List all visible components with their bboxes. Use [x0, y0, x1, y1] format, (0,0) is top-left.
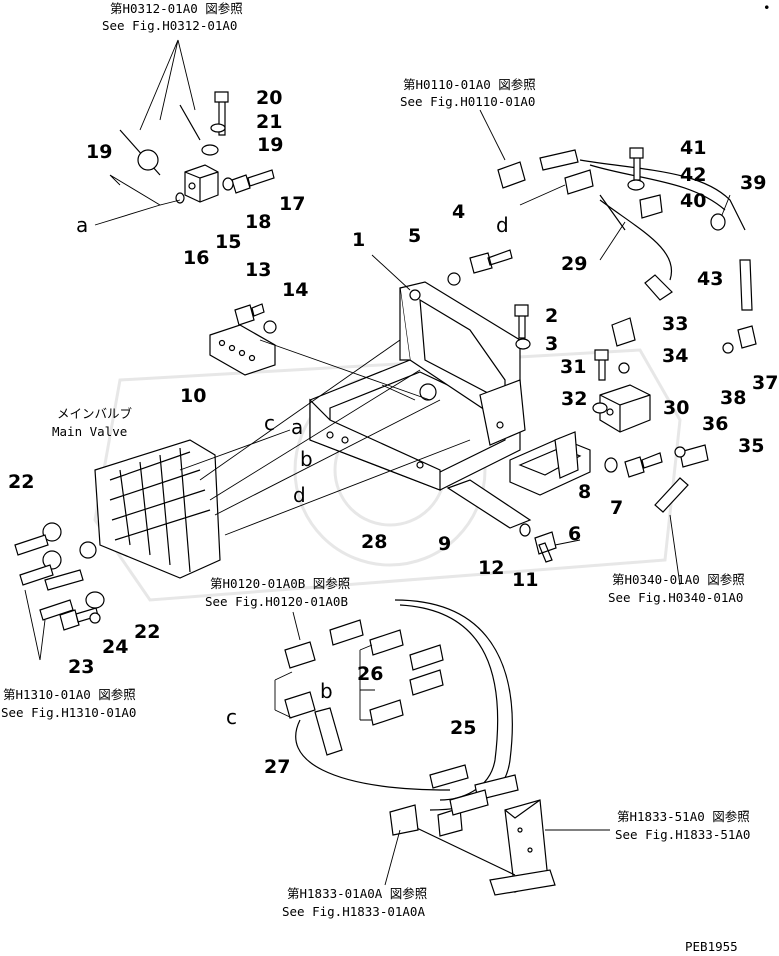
part-label: 29 [561, 253, 587, 275]
part-label: 38 [720, 387, 746, 409]
ref-h0312-en: See Fig.H0312-01A0 [102, 18, 237, 33]
ref-h0340-jp: 第H0340-01A0 図参照 [612, 572, 745, 587]
part-label: 4 [452, 201, 465, 223]
part-label: 26 [357, 663, 383, 685]
part-label: 19 [257, 134, 283, 156]
part-label: 36 [702, 413, 728, 435]
ref-h0340-en: See Fig.H0340-01A0 [608, 590, 743, 605]
reference-notes: 第H0312-01A0 図参照 See Fig.H0312-01A0 第H011… [1, 1, 750, 919]
ref-h1833-01-en: See Fig.H1833-01A0A [282, 904, 425, 919]
part-number-labels: 1 2 3 4 5 6 7 8 9 10 11 12 13 14 15 16 1… [8, 87, 778, 778]
part-label: 20 [256, 87, 282, 109]
main-valve [94, 439, 221, 579]
connection-letter: d [496, 213, 509, 237]
small-valve [184, 164, 219, 203]
main-valve-label-jp: メインバルブ [57, 406, 133, 421]
part-label: 3 [545, 333, 558, 355]
ref-h0120-jp: 第H0120-01A0B 図参照 [210, 576, 350, 591]
part-label: 21 [256, 111, 282, 133]
part-label: 10 [180, 385, 206, 407]
part-label: 5 [408, 225, 421, 247]
part-label: 11 [512, 569, 538, 591]
part-label: 28 [361, 531, 387, 553]
ref-h0110-jp: 第H0110-01A0 図参照 [403, 77, 536, 92]
part-label: 2 [545, 305, 558, 327]
part-label: 7 [610, 497, 623, 519]
ref-h1833-01-jp: 第H1833-01A0A 図参照 [287, 886, 427, 901]
part-label: 14 [282, 279, 308, 301]
part-label: 33 [662, 313, 688, 335]
connection-letters: a a b b c c d d [76, 213, 509, 729]
part-label: 39 [740, 172, 766, 194]
part-label: 34 [662, 345, 688, 367]
ref-h1310-en: See Fig.H1310-01A0 [1, 705, 136, 720]
part-label: 40 [680, 190, 706, 212]
connection-letter: a [76, 213, 88, 237]
connection-letter: d [293, 483, 306, 507]
connection-letter: b [320, 679, 333, 703]
part-label: 31 [560, 356, 586, 378]
part-label: 18 [245, 211, 271, 233]
part-label: 6 [568, 523, 581, 545]
part-label: 25 [450, 717, 476, 739]
part-label: 35 [738, 435, 764, 457]
ref-h0312-jp: 第H0312-01A0 図参照 [110, 1, 243, 16]
drawing-code: PEB1955 [685, 939, 738, 954]
part-label: 13 [245, 259, 271, 281]
corner-mark: • [763, 0, 771, 15]
ref-h1833-51-en: See Fig.H1833-51A0 [615, 827, 750, 842]
part-label: 8 [578, 481, 591, 503]
plate [446, 479, 532, 529]
connection-letter: c [264, 411, 275, 435]
ref-h0110-en: See Fig.H0110-01A0 [400, 94, 535, 109]
part-label: 17 [279, 193, 305, 215]
hoses [119, 104, 746, 811]
valve-block [599, 384, 651, 433]
washers [42, 123, 734, 624]
manifold-block [209, 324, 276, 376]
part-label: 22 [8, 471, 34, 493]
part-label: 19 [86, 141, 112, 163]
part-label: 9 [438, 533, 451, 555]
ref-h1833-51-jp: 第H1833-51A0 図参照 [617, 809, 750, 824]
part-label: 43 [697, 268, 723, 290]
part-label: 24 [102, 636, 128, 658]
part-label: 27 [264, 756, 290, 778]
pedal-stand [399, 799, 556, 896]
connection-letter: b [300, 447, 313, 471]
frame-bracket [309, 281, 526, 491]
part-label: 16 [183, 247, 209, 269]
part-label: 37 [752, 372, 778, 394]
main-valve-label-en: Main Valve [52, 424, 127, 439]
part-label: 1 [352, 229, 365, 251]
ref-h0120-en: See Fig.H0120-01A0B [205, 594, 348, 609]
part-label: 32 [561, 388, 587, 410]
part-label: 22 [134, 621, 160, 643]
valve-pipes [14, 339, 471, 621]
part-label: 12 [478, 557, 504, 579]
connection-letter: a [291, 415, 303, 439]
part-label: 15 [215, 231, 241, 253]
part-label: 42 [680, 164, 706, 186]
connection-letter: c [226, 705, 237, 729]
mount-bracket [509, 431, 591, 496]
part-label: 41 [680, 137, 706, 159]
bolts [59, 91, 663, 631]
ref-h1310-jp: 第H1310-01A0 図参照 [3, 687, 136, 702]
leader-lines [24, 39, 731, 886]
part-label: 30 [663, 397, 689, 419]
part-label: 23 [68, 656, 94, 678]
fittings [284, 149, 757, 837]
